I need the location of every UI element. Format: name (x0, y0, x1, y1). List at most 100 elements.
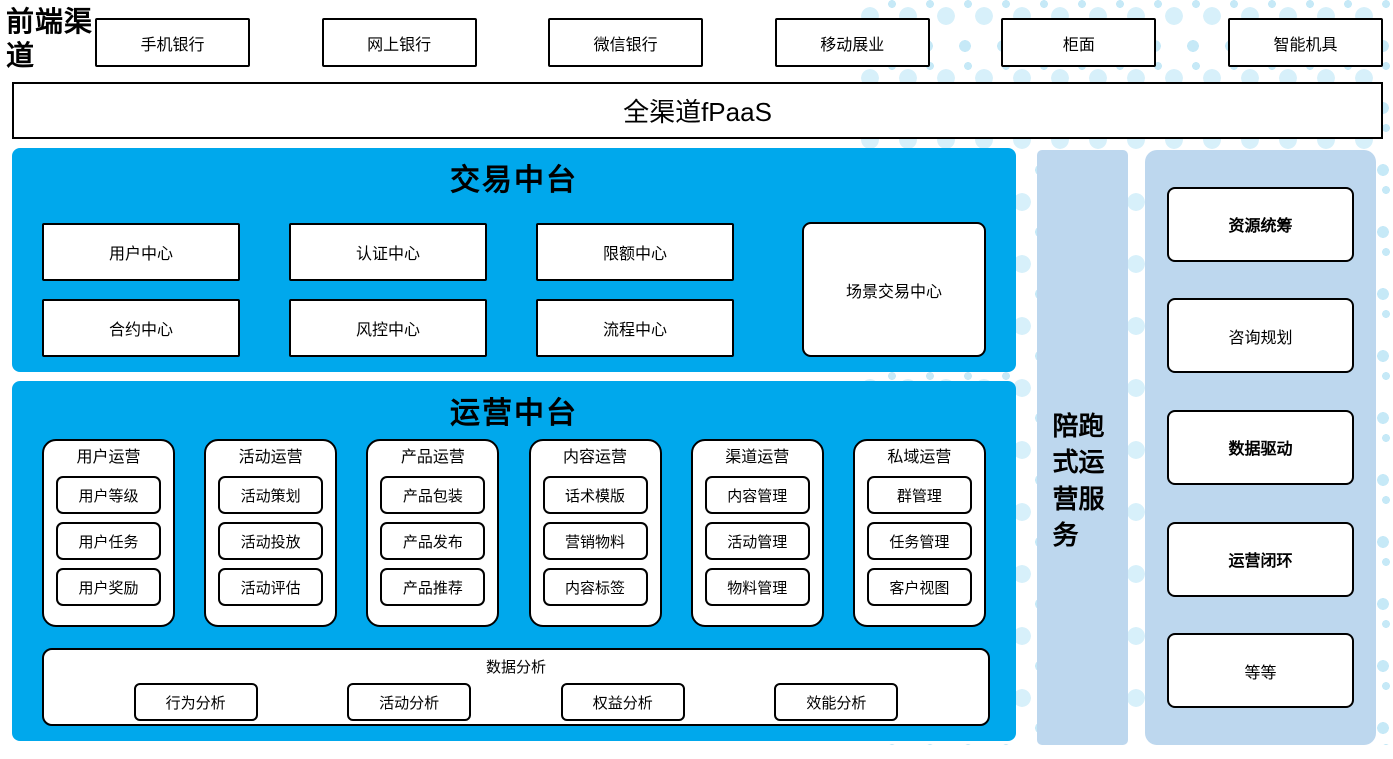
center-box-contract: 合约中心 (42, 299, 240, 357)
ops-item: 产品包装 (380, 476, 486, 514)
ops-item-label: 物料管理 (727, 579, 788, 597)
channel-label: 微信银行 (593, 36, 658, 54)
ops-column-private-domain: 私域运营 群管理 任务管理 客户视图 (852, 439, 986, 627)
center-label: 合约中心 (108, 322, 173, 339)
transaction-center-grid: 用户中心 认证中心 限额中心 合约中心 风控中心 流程中心 (42, 223, 734, 357)
analysis-label: 权益分析 (592, 694, 653, 712)
front-channels-label: 前端渠道 (6, 7, 94, 73)
ops-item-label: 用户等级 (78, 487, 139, 505)
ops-item-label: 产品推荐 (402, 579, 463, 597)
feature-box-etc: 等等 (1167, 633, 1354, 709)
ops-item: 活动投放 (218, 522, 324, 560)
ops-item: 群管理 (866, 476, 972, 514)
center-box-auth: 认证中心 (289, 223, 487, 281)
data-analysis-row: 行为分析 活动分析 权益分析 效能分析 (44, 683, 988, 721)
center-label: 用户中心 (108, 246, 173, 263)
channel-box-mobile-banking: 手机银行 (95, 18, 250, 67)
ops-item-label: 活动策划 (240, 487, 301, 505)
center-label: 限额中心 (602, 246, 667, 263)
ops-item-label: 客户视图 (889, 579, 950, 597)
operation-columns: 用户运营 用户等级 用户任务 用户奖励 活动运营 活动策划 活动投放 活动评估 … (42, 439, 986, 627)
ops-item-label: 任务管理 (889, 533, 950, 551)
channel-label: 移动展业 (820, 36, 885, 54)
feature-box-data-driven: 数据驱动 (1167, 409, 1354, 485)
ops-item: 活动策划 (218, 476, 324, 514)
analysis-label: 效能分析 (806, 694, 867, 712)
ops-item: 用户任务 (56, 522, 161, 560)
analysis-label: 活动分析 (379, 694, 440, 712)
center-box-process: 流程中心 (536, 299, 734, 357)
feature-box-consulting-planning: 咨询规划 (1167, 298, 1354, 374)
feature-box-resource-coordination: 资源统筹 (1167, 186, 1354, 262)
feature-label: 运营闭环 (1228, 553, 1293, 571)
ops-item: 产品推荐 (380, 568, 486, 606)
ops-item-label: 用户任务 (78, 533, 139, 551)
runner-service-label: 陪跑式运营服务 (1052, 410, 1105, 550)
fpaas-label: 全渠道fPaaS (623, 97, 772, 127)
feature-label: 咨询规划 (1228, 329, 1293, 347)
ops-column-title: 内容运营 (563, 449, 628, 466)
center-label: 风控中心 (355, 322, 420, 339)
channel-box-counter: 柜面 (1001, 18, 1157, 67)
channel-label: 手机银行 (140, 36, 205, 54)
ops-item: 客户视图 (866, 568, 972, 606)
channel-label: 网上银行 (367, 36, 432, 54)
ops-column-user: 用户运营 用户等级 用户任务 用户奖励 (42, 439, 175, 627)
ops-item: 任务管理 (866, 522, 972, 560)
analysis-box-efficiency: 效能分析 (774, 683, 899, 721)
analysis-box-activity: 活动分析 (347, 683, 472, 721)
ops-column-title: 活动运营 (238, 449, 303, 466)
ops-item: 用户等级 (56, 476, 161, 514)
ops-item-label: 营销物料 (565, 533, 626, 551)
ops-item-label: 产品发布 (402, 533, 463, 551)
transaction-platform-title: 交易中台 (450, 164, 578, 197)
ops-item: 话术模版 (542, 476, 648, 514)
ops-item: 营销物料 (542, 522, 648, 560)
channel-box-smart-devices: 智能机具 (1227, 18, 1383, 67)
ops-column-content: 内容运营 话术模版 营销物料 内容标签 (528, 439, 662, 627)
feature-label: 数据驱动 (1228, 441, 1293, 459)
fpaas-bar: 全渠道fPaaS (12, 82, 1383, 139)
center-label: 场景交易中心 (845, 283, 942, 301)
ops-item-label: 群管理 (896, 487, 942, 505)
center-box-scenario-transaction: 场景交易中心 (802, 222, 986, 357)
operation-platform-section: 运营中台 用户运营 用户等级 用户任务 用户奖励 活动运营 活动策划 活动投放 … (12, 381, 1016, 741)
ops-item: 物料管理 (704, 568, 810, 606)
transaction-platform-section: 交易中台 用户中心 认证中心 限额中心 合约中心 风控中心 流程中心 场景交易中… (12, 148, 1016, 372)
service-feature-panel: 资源统筹 咨询规划 数据驱动 运营闭环 等等 (1145, 150, 1376, 745)
center-box-limit: 限额中心 (536, 223, 734, 281)
ops-item-label: 产品包装 (402, 487, 463, 505)
ops-item: 用户奖励 (56, 568, 161, 606)
analysis-box-rights: 权益分析 (560, 683, 685, 721)
center-box-risk: 风控中心 (289, 299, 487, 357)
ops-column-title: 私域运营 (887, 449, 952, 466)
operation-platform-title: 运营中台 (450, 397, 578, 430)
ops-item: 产品发布 (380, 522, 486, 560)
ops-column-title: 渠道运营 (725, 449, 790, 466)
ops-column-title: 产品运营 (400, 449, 465, 466)
ops-column-title: 用户运营 (76, 449, 141, 466)
ops-item-label: 活动评估 (240, 579, 301, 597)
ops-item-label: 话术模版 (565, 487, 626, 505)
channel-box-wechat-banking: 微信银行 (548, 18, 704, 67)
channel-label: 柜面 (1062, 36, 1095, 54)
ops-item: 内容管理 (704, 476, 810, 514)
ops-item-label: 活动管理 (727, 533, 788, 551)
ops-item: 活动评估 (218, 568, 324, 606)
data-analysis-title: 数据分析 (485, 659, 546, 676)
feature-box-operation-loop: 运营闭环 (1167, 521, 1354, 597)
analysis-box-behavior: 行为分析 (133, 683, 258, 721)
ops-column-channel: 渠道运营 内容管理 活动管理 物料管理 (690, 439, 824, 627)
channel-label: 智能机具 (1273, 36, 1338, 54)
ops-column-activity: 活动运营 活动策划 活动投放 活动评估 (204, 439, 338, 627)
center-label: 流程中心 (602, 322, 667, 339)
feature-label: 等等 (1244, 664, 1277, 682)
ops-column-product: 产品运营 产品包装 产品发布 产品推荐 (366, 439, 500, 627)
center-box-user: 用户中心 (42, 223, 240, 281)
center-label: 认证中心 (355, 246, 420, 263)
data-analysis-panel: 数据分析 行为分析 活动分析 权益分析 效能分析 (42, 648, 990, 726)
ops-item-label: 用户奖励 (78, 579, 139, 597)
runner-service-bar: 陪跑式运营服务 (1037, 150, 1128, 745)
analysis-label: 行为分析 (165, 694, 226, 712)
ops-item: 内容标签 (542, 568, 648, 606)
